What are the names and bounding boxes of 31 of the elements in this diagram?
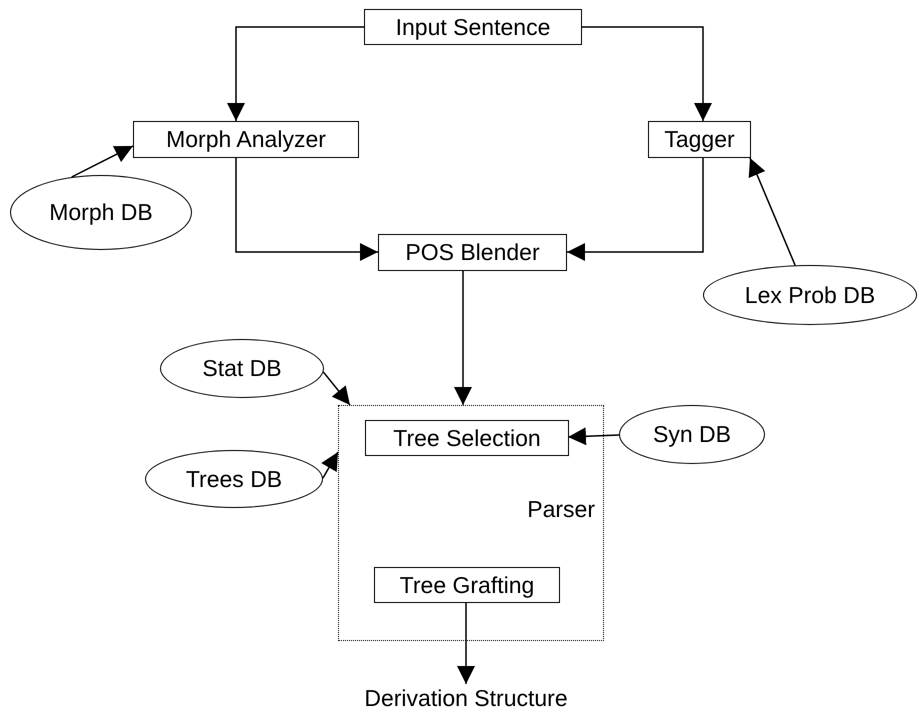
arrow [748, 158, 796, 266]
box-label: Morph Analyzer [166, 126, 326, 153]
process-box [133, 121, 359, 158]
arrow [457, 602, 475, 684]
group-label: Parser [527, 496, 595, 523]
arrow [71, 145, 134, 178]
box-label: Stat DB [202, 355, 282, 382]
arrow [322, 372, 351, 406]
arrow [321, 452, 339, 478]
box-label: Lex Prob DB [744, 282, 876, 308]
arrow [454, 271, 472, 405]
box-label: Trees DB [186, 466, 282, 492]
box-label: Syn DB [653, 421, 731, 448]
output-text: Derivation Structure [328, 684, 604, 712]
arrow [567, 158, 704, 261]
box-label: Morph DB [49, 199, 153, 226]
arrow [568, 427, 620, 446]
process-box [648, 121, 751, 158]
process-box [374, 567, 560, 603]
process-box [378, 234, 567, 271]
process-box [364, 9, 582, 45]
box-label: POS Blender [405, 239, 540, 266]
process-box [365, 420, 569, 456]
arrow [582, 26, 712, 121]
arrow [235, 158, 378, 261]
box-label: Tree Grafting [400, 572, 534, 598]
arrow [227, 26, 364, 121]
box-label: Tagger [664, 126, 735, 153]
box-label: Input Sentence [396, 14, 550, 40]
box-label: Tree Selection [393, 424, 541, 452]
dotted-group-box [338, 405, 604, 641]
